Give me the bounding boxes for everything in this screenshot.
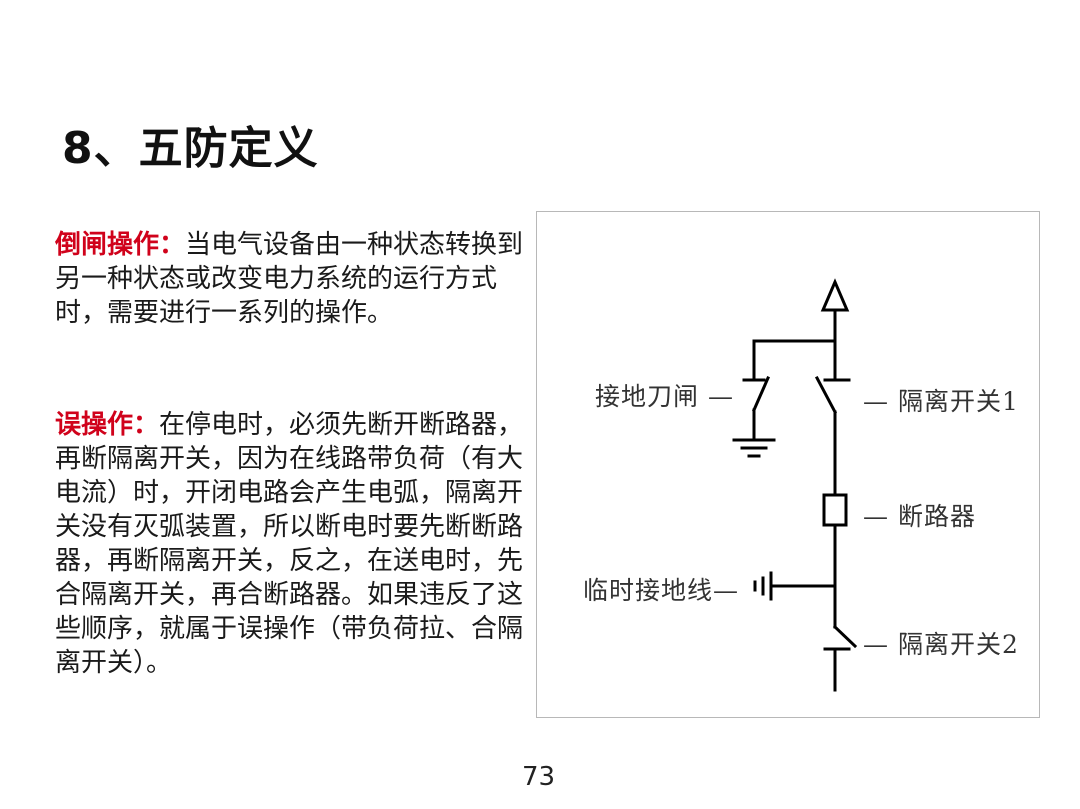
breaker-symbol xyxy=(822,493,848,527)
label-isolator-1: — 隔离开关1 xyxy=(863,387,1019,416)
definition-misoperation: 误操作：在停电时，必须先断开断路器，再断隔离开关，因为在线路带负荷（有大电流）时… xyxy=(55,408,545,680)
circuit-diagram-svg xyxy=(732,278,858,692)
label-temp-earth: 临时接地线— xyxy=(583,576,740,605)
definition-text-misoperation: 在停电时，必须先断开断路器，再断隔离开关，因为在线路带负荷（有大电流）时，开闭电… xyxy=(55,410,524,678)
page-number: 73 xyxy=(522,762,556,792)
definition-text-switching-operation: 当电气设备由一种状态转换到另一种状态或改变电力系统的运行方式时，需要进行一系列的… xyxy=(55,230,524,328)
isolator2-blade xyxy=(832,624,858,649)
isolator1-blade xyxy=(814,375,838,415)
earth-switch-blade xyxy=(752,376,770,412)
label-isolator-2: — 隔离开关2 xyxy=(863,630,1019,659)
term-misoperation: 误操作： xyxy=(55,410,160,440)
definition-switching-operation: 倒闸操作：当电气设备由一种状态转换到另一种状态或改变电力系统的运行方式时，需要进… xyxy=(55,228,525,330)
term-switching-operation: 倒闸操作： xyxy=(55,230,186,260)
label-earth-switch: 接地刀闸 — xyxy=(595,382,734,411)
arrow-up-icon xyxy=(820,278,850,312)
slide-title: 8、五防定义 xyxy=(62,123,319,174)
circuit-diagram: 接地刀闸 — — 隔离开关1 — 断路器 临时接地线— — 隔离开关2 xyxy=(536,211,1040,718)
label-breaker: — 断路器 xyxy=(863,502,976,531)
